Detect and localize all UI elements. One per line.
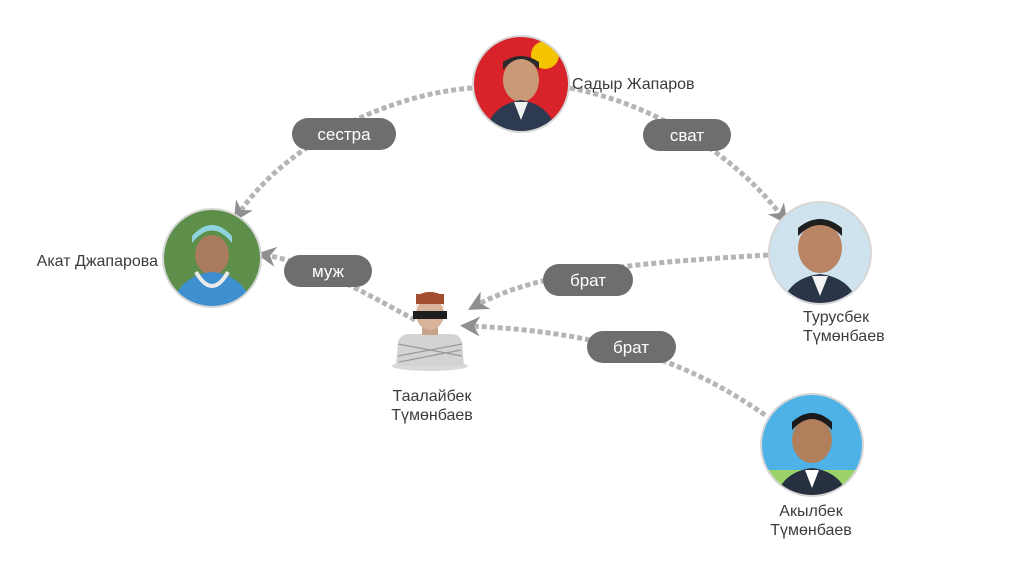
edge-sadyr-akat — [233, 85, 473, 222]
portrait-akat — [162, 208, 262, 308]
label-in-law-text: сват — [670, 126, 704, 145]
label-brother-akylbek-text: брат — [613, 338, 649, 357]
name-akat: Акат Джапарова — [37, 253, 158, 270]
name-turusbek-line2: Түмөнбаев — [803, 328, 885, 345]
label-brother-turusbek: брат — [543, 264, 633, 296]
name-turusbek-line1: Турусбек — [803, 309, 870, 326]
name-akylbek-line1: Акылбек — [779, 503, 843, 520]
label-husband-text: муж — [312, 262, 345, 281]
portrait-turusbek — [768, 201, 872, 305]
label-brother-akylbek: брат — [587, 331, 676, 363]
portrait-sadyr — [472, 35, 570, 133]
avatar-taalaibek — [392, 292, 468, 371]
label-husband: муж — [284, 255, 372, 287]
eye-bar-icon — [413, 311, 447, 319]
label-in-law: сват — [643, 119, 731, 151]
name-taalaibek-line1: Таалайбек — [393, 388, 473, 405]
edge-sadyr-turusbek — [569, 85, 788, 225]
portrait-akylbek — [760, 393, 864, 497]
label-sister: сестра — [292, 118, 396, 150]
label-brother-turusbek-text: брат — [570, 271, 606, 290]
name-sadyr: Садыр Жапаров — [572, 76, 695, 93]
name-taalaibek-line2: Түмөнбаев — [391, 407, 473, 424]
name-akylbek-line2: Түмөнбаев — [770, 522, 852, 539]
label-sister-text: сестра — [317, 125, 371, 144]
